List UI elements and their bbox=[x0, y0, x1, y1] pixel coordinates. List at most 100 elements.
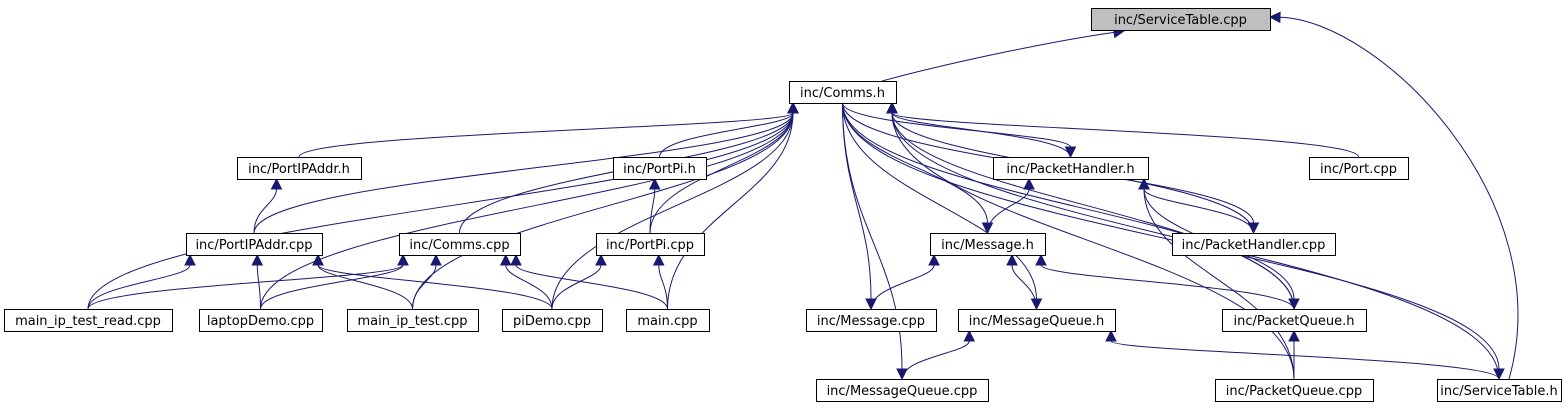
edge-packethandler_cpp-to-packethandler_h bbox=[1143, 188, 1254, 234]
node-portipaddr-cpp[interactable]: inc/PortIPAddr.cpp bbox=[186, 233, 323, 256]
node-box bbox=[1215, 379, 1374, 402]
node-label: inc/Message.h bbox=[941, 238, 1034, 253]
node-comms-cpp[interactable]: inc/Comms.cpp bbox=[399, 233, 521, 256]
arrow-head-svctable_h-to-comms_h bbox=[886, 101, 898, 114]
arrow-head-svctable_h-to-svctable_cpp bbox=[1268, 11, 1281, 24]
node-box bbox=[1091, 8, 1271, 31]
edge-laptopdemo-to-comms_cpp bbox=[260, 264, 404, 310]
node-label: inc/Comms.cpp bbox=[409, 238, 509, 253]
arrow-head-packetqueue_cpp-to-packethandler_h bbox=[1138, 177, 1150, 190]
arrow-head-comms_h-to-packethandler_cpp bbox=[1247, 222, 1260, 235]
arrow-head-pidemo-to-comms_cpp bbox=[499, 253, 512, 266]
edge-portipaddr_h-to-comms_h bbox=[298, 112, 794, 158]
node-packetqueue-h[interactable]: inc/PacketQueue.h bbox=[1222, 309, 1367, 332]
node-main-cpp[interactable]: main.cpp bbox=[626, 309, 710, 332]
node-label: inc/PacketQueue.h bbox=[1234, 314, 1355, 329]
node-label: inc/ServiceTable.cpp bbox=[1114, 13, 1247, 28]
node-laptopdemo[interactable]: laptopDemo.cpp bbox=[199, 309, 323, 332]
node-label: main.cpp bbox=[637, 314, 697, 329]
node-label: inc/PortPi.cpp bbox=[606, 238, 694, 253]
node-portpi-cpp[interactable]: inc/PortPi.cpp bbox=[596, 233, 705, 256]
arrow-head-messagequeue_cpp-to-messagequeue_h bbox=[963, 329, 976, 342]
arrow-head-messagequeue_h-to-message_h bbox=[1006, 253, 1018, 266]
node-box bbox=[816, 379, 989, 402]
arrow-head-main_cpp-to-comms_cpp bbox=[510, 253, 522, 266]
node-messagequeue-h[interactable]: inc/MessageQueue.h bbox=[958, 309, 1116, 332]
arrow-head-svctable_h-to-messagequeue_h bbox=[1105, 329, 1117, 342]
node-box bbox=[1172, 233, 1336, 256]
edge-main_cpp-to-comms_h bbox=[667, 112, 794, 310]
node-box bbox=[186, 233, 323, 256]
node-label: inc/Comms.h bbox=[800, 86, 885, 101]
arrow-head-message_h-to-packethandler_h bbox=[1023, 177, 1035, 190]
node-message-cpp[interactable]: inc/Message.cpp bbox=[806, 309, 937, 332]
edges-layer bbox=[87, 11, 1519, 381]
edge-packetqueue_h-to-message_h bbox=[1040, 264, 1295, 310]
edge-main_ip_test-to-comms_cpp bbox=[412, 264, 437, 310]
node-portipaddr-h[interactable]: inc/PortIPAddr.h bbox=[237, 157, 362, 180]
node-pidemo[interactable]: piDemo.cpp bbox=[502, 309, 603, 332]
nodes-layer: inc/ServiceTable.cpp inc/Comms.h inc/PortI… bbox=[4, 8, 1562, 402]
edge-portipaddr_cpp-to-comms_h bbox=[253, 112, 794, 234]
node-svctable-h[interactable]: inc/ServiceTable.h bbox=[1437, 379, 1562, 402]
node-label: inc/ServiceTable.h bbox=[1440, 384, 1557, 399]
edge-messagequeue_h-to-message_h bbox=[1011, 264, 1037, 310]
arrow-head-packetqueue_h-to-message_h bbox=[1035, 253, 1047, 266]
arrow-head-pidemo-to-portipaddr_cpp bbox=[312, 253, 324, 266]
node-packethandler-h[interactable]: inc/PacketHandler.h bbox=[993, 157, 1149, 180]
node-label: inc/PortPi.h bbox=[623, 162, 696, 177]
node-messagequeue-cpp[interactable]: inc/MessageQueue.cpp bbox=[816, 379, 989, 402]
node-box bbox=[993, 157, 1149, 180]
node-label: inc/Message.cpp bbox=[817, 314, 925, 329]
node-label: main_ip_test_read.cpp bbox=[15, 314, 161, 329]
edge-main_cpp-to-comms_cpp bbox=[515, 264, 668, 310]
edge-message_h-to-packethandler_h bbox=[987, 188, 1030, 234]
arrow-head-laptopdemo-to-comms_cpp bbox=[397, 253, 409, 266]
edge-pidemo-to-portpi_cpp bbox=[551, 264, 602, 310]
edge-portipaddr_cpp-to-portipaddr_h bbox=[253, 188, 277, 234]
node-box bbox=[613, 157, 707, 180]
node-main-ip-test[interactable]: main_ip_test.cpp bbox=[347, 309, 479, 332]
node-packethandler-cpp[interactable]: inc/PacketHandler.cpp bbox=[1172, 233, 1336, 256]
edge-port_cpp-to-comms_h bbox=[891, 112, 1359, 158]
node-svctable-cpp[interactable]: inc/ServiceTable.cpp bbox=[1091, 8, 1271, 31]
arrow-head-comms_h-to-svctable_h bbox=[1493, 368, 1505, 381]
node-label: inc/Port.cpp bbox=[1320, 162, 1397, 177]
node-comms-h[interactable]: inc/Comms.h bbox=[789, 81, 897, 104]
edge-main_cpp-to-portpi_cpp bbox=[658, 264, 668, 310]
node-box bbox=[237, 157, 362, 180]
edge-messagequeue_cpp-to-messagequeue_h bbox=[901, 340, 970, 380]
node-label: inc/PacketHandler.cpp bbox=[1182, 238, 1326, 253]
arrow-head-main_cpp-to-portpi_cpp bbox=[652, 253, 665, 266]
edge-comms_h-to-packetqueue_h bbox=[842, 102, 1295, 300]
arrow-head-message_cpp-to-message_h bbox=[928, 253, 940, 266]
arrow-head-main_ip_test_read-to-portipaddr_cpp bbox=[184, 253, 196, 266]
node-box bbox=[199, 309, 323, 332]
edge-svctable_h-to-svctable_cpp bbox=[1279, 16, 1519, 380]
edge-comms_h-to-svctable_cpp bbox=[881, 31, 1115, 82]
edge-comms_h-to-svctable_h bbox=[842, 102, 1500, 370]
edge-pidemo-to-portipaddr_cpp bbox=[317, 264, 553, 310]
edge-message_cpp-to-message_h bbox=[870, 264, 935, 310]
node-box bbox=[626, 309, 710, 332]
node-portpi-h[interactable]: inc/PortPi.h bbox=[613, 157, 707, 180]
node-packetqueue-cpp[interactable]: inc/PacketQueue.cpp bbox=[1215, 379, 1374, 402]
arrow-head-pidemo-to-portpi_cpp bbox=[595, 253, 607, 266]
node-box bbox=[789, 81, 897, 104]
node-label: main_ip_test.cpp bbox=[357, 314, 467, 329]
edge-pidemo-to-comms_h bbox=[551, 112, 794, 310]
node-box bbox=[596, 233, 705, 256]
edge-main_ip_test-to-portipaddr_cpp bbox=[317, 264, 413, 310]
node-port-cpp[interactable]: inc/Port.cpp bbox=[1309, 157, 1409, 180]
arrow-head-laptopdemo-to-portipaddr_cpp bbox=[251, 253, 264, 266]
node-message-h[interactable]: inc/Message.h bbox=[930, 233, 1046, 256]
node-label: laptopDemo.cpp bbox=[207, 314, 314, 329]
arrow-head-main_ip_test-to-comms_cpp bbox=[430, 253, 442, 266]
node-box bbox=[502, 309, 603, 332]
edge-pidemo-to-comms_cpp bbox=[505, 264, 553, 310]
edge-svctable_h-to-messagequeue_h bbox=[1110, 340, 1500, 380]
node-main-ip-test-read[interactable]: main_ip_test_read.cpp bbox=[4, 309, 173, 332]
node-box bbox=[958, 309, 1116, 332]
edge-main_ip_test_read-to-portipaddr_cpp bbox=[87, 264, 191, 310]
